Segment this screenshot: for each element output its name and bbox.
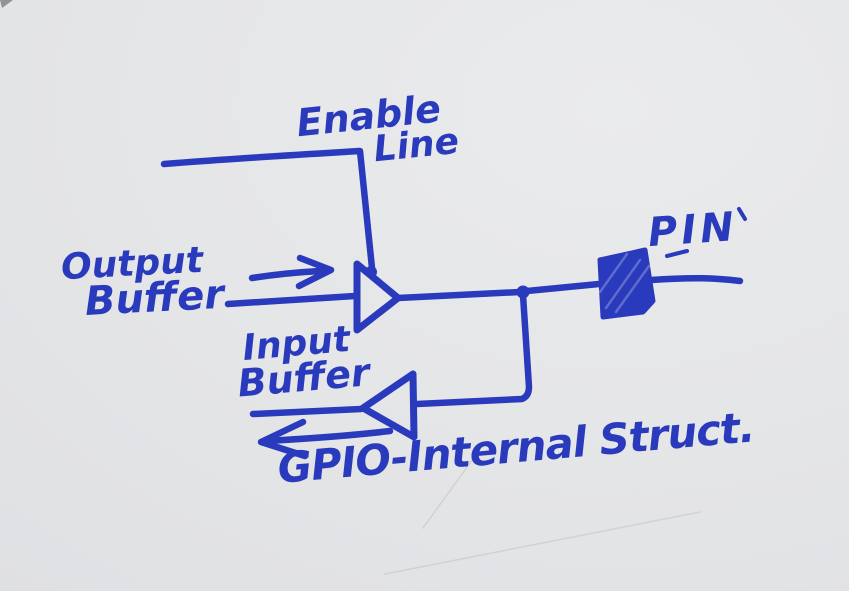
- input-buffer-symbol: [359, 370, 418, 441]
- input-arrow-head-icon: [257, 418, 309, 460]
- enable-line-label: Enable Line: [294, 86, 461, 176]
- enable-line-wire: [160, 147, 376, 272]
- output-buffer-label-line2: Buffer: [83, 271, 226, 326]
- pin-pad: [597, 247, 656, 320]
- pad-streak-2: [614, 264, 651, 314]
- pad-wire-left: [523, 280, 603, 295]
- enable-label-line2: Line: [371, 120, 461, 171]
- pin-underline: [665, 249, 689, 258]
- output-buffer-label: Output Buffer: [60, 240, 226, 326]
- pad-wire-right: [647, 274, 744, 285]
- pin-label: PIN: [646, 203, 740, 257]
- board-scratch-1: [422, 451, 479, 529]
- pad-streak-3: [598, 252, 629, 294]
- input-buffer-label: Input Buffer: [233, 319, 372, 406]
- board-scratch-2: [384, 511, 701, 575]
- input-arrow-shaft: [262, 427, 394, 445]
- output-arrow-head-icon: [295, 254, 335, 290]
- output-wire: [394, 288, 524, 302]
- feedback-wire: [413, 291, 533, 408]
- output-arrow-shaft: [248, 267, 324, 282]
- output-buffer-input-wire: [224, 292, 359, 308]
- input-buffer-label-line2: Buffer: [235, 350, 372, 406]
- input-buffer-output-wire: [249, 405, 365, 418]
- pin-tick-mark: [737, 207, 747, 221]
- corner-smudge: [0, 0, 13, 8]
- pad-streak-1: [604, 258, 642, 310]
